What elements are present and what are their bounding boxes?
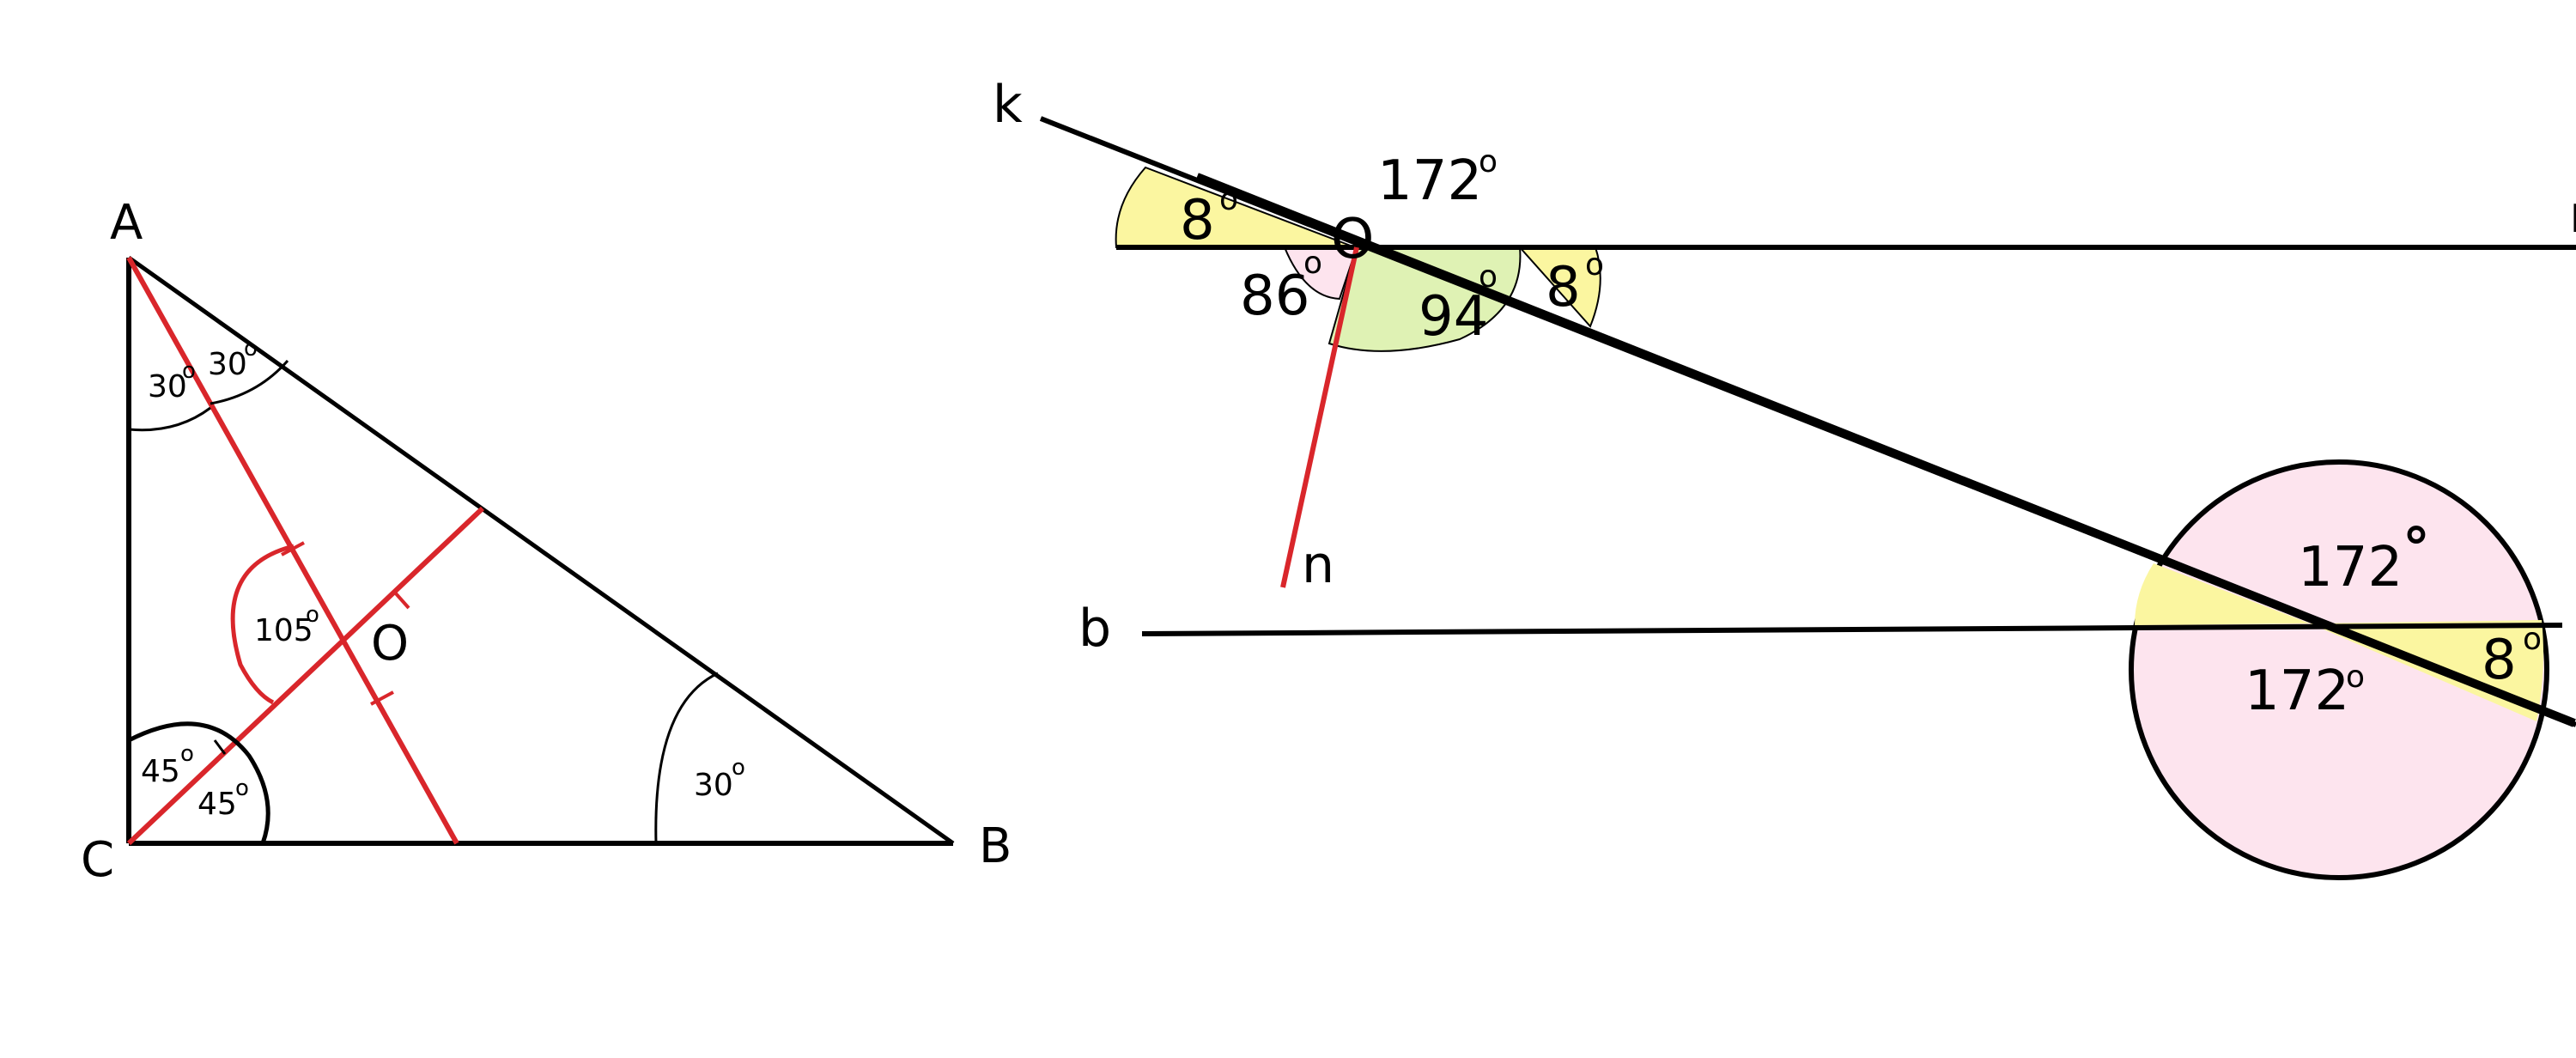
angle-label-c-lower: 45: [197, 787, 237, 822]
angle-arc-b: [654, 672, 719, 844]
angle-arc-center: [230, 544, 295, 705]
degree-mark: o: [180, 741, 194, 767]
angle-circle: [2129, 459, 2549, 880]
angle-arc-c: [127, 721, 270, 844]
point-label-o: O: [1331, 208, 1374, 271]
angle-label-pink: 86: [1240, 264, 1309, 328]
angle-label-circle-top: 172: [2298, 536, 2403, 599]
angle-label-center: 105: [254, 613, 313, 648]
line-k-thick: [1195, 173, 2576, 727]
angle-region-pink: [1283, 246, 1358, 301]
angle-region-top-left: [1115, 166, 1356, 248]
angle-label-circle-right: 8: [2482, 629, 2517, 692]
angle-label-a-right: 30: [208, 347, 247, 382]
angle-label-top-right: 172: [1377, 149, 1482, 213]
degree-mark: o: [182, 358, 196, 384]
tick-mark: [281, 541, 305, 556]
degree-mark: o: [1303, 246, 1322, 281]
point-label-o: O: [371, 616, 409, 672]
degree-mark: o: [2346, 660, 2365, 695]
angle-label-b: 30: [694, 768, 733, 803]
tick-mark: [213, 739, 227, 755]
vertex-label-b: B: [979, 818, 1012, 874]
degree-mark: o: [1479, 144, 1498, 179]
degree-mark: o: [306, 602, 319, 628]
degree-bold-mark: °: [2403, 517, 2430, 581]
vertex-label-c: C: [81, 832, 114, 888]
bisector-from-c: [126, 506, 485, 846]
angle-arc-a-right: [210, 360, 289, 405]
line-label-k: k: [993, 75, 1023, 135]
angle-label-a-left: 30: [148, 369, 187, 404]
lines-figure: k m n b O 8 o 172 o 8 o 86 o 94 o 172 ° …: [993, 75, 2576, 880]
tick-mark: [393, 591, 410, 610]
vertex-label-a: A: [110, 195, 143, 251]
line-label-n: n: [1302, 535, 1334, 595]
line-label-m: m: [2569, 185, 2576, 245]
angle-label-top-left: 8: [1180, 189, 1215, 252]
angle-label-mid-right: 8: [1546, 256, 1581, 319]
angle-label-circle-bottom: 172: [2245, 660, 2349, 723]
degree-mark: o: [732, 755, 745, 781]
side-ab: [127, 255, 955, 846]
degree-mark: o: [1219, 182, 1238, 217]
angle-label-green: 94: [1419, 285, 1488, 349]
line-label-b: b: [1078, 599, 1111, 659]
degree-mark: o: [235, 775, 249, 801]
angle-label-c-upper: 45: [141, 754, 180, 789]
degree-mark: o: [2523, 622, 2542, 657]
degree-mark: o: [244, 336, 258, 362]
line-n: [1280, 246, 1359, 588]
degree-mark: o: [1585, 247, 1604, 283]
circle-region-left: [2135, 563, 2310, 625]
angle-region-green: [1327, 246, 1522, 352]
tick-mark: [370, 690, 394, 706]
degree-mark: o: [1479, 259, 1498, 295]
triangle-figure: A B C O 30 o 30 o 105 o 45 o 45 o 30 o: [81, 195, 1012, 888]
angle-arc-a-left: [128, 406, 211, 432]
